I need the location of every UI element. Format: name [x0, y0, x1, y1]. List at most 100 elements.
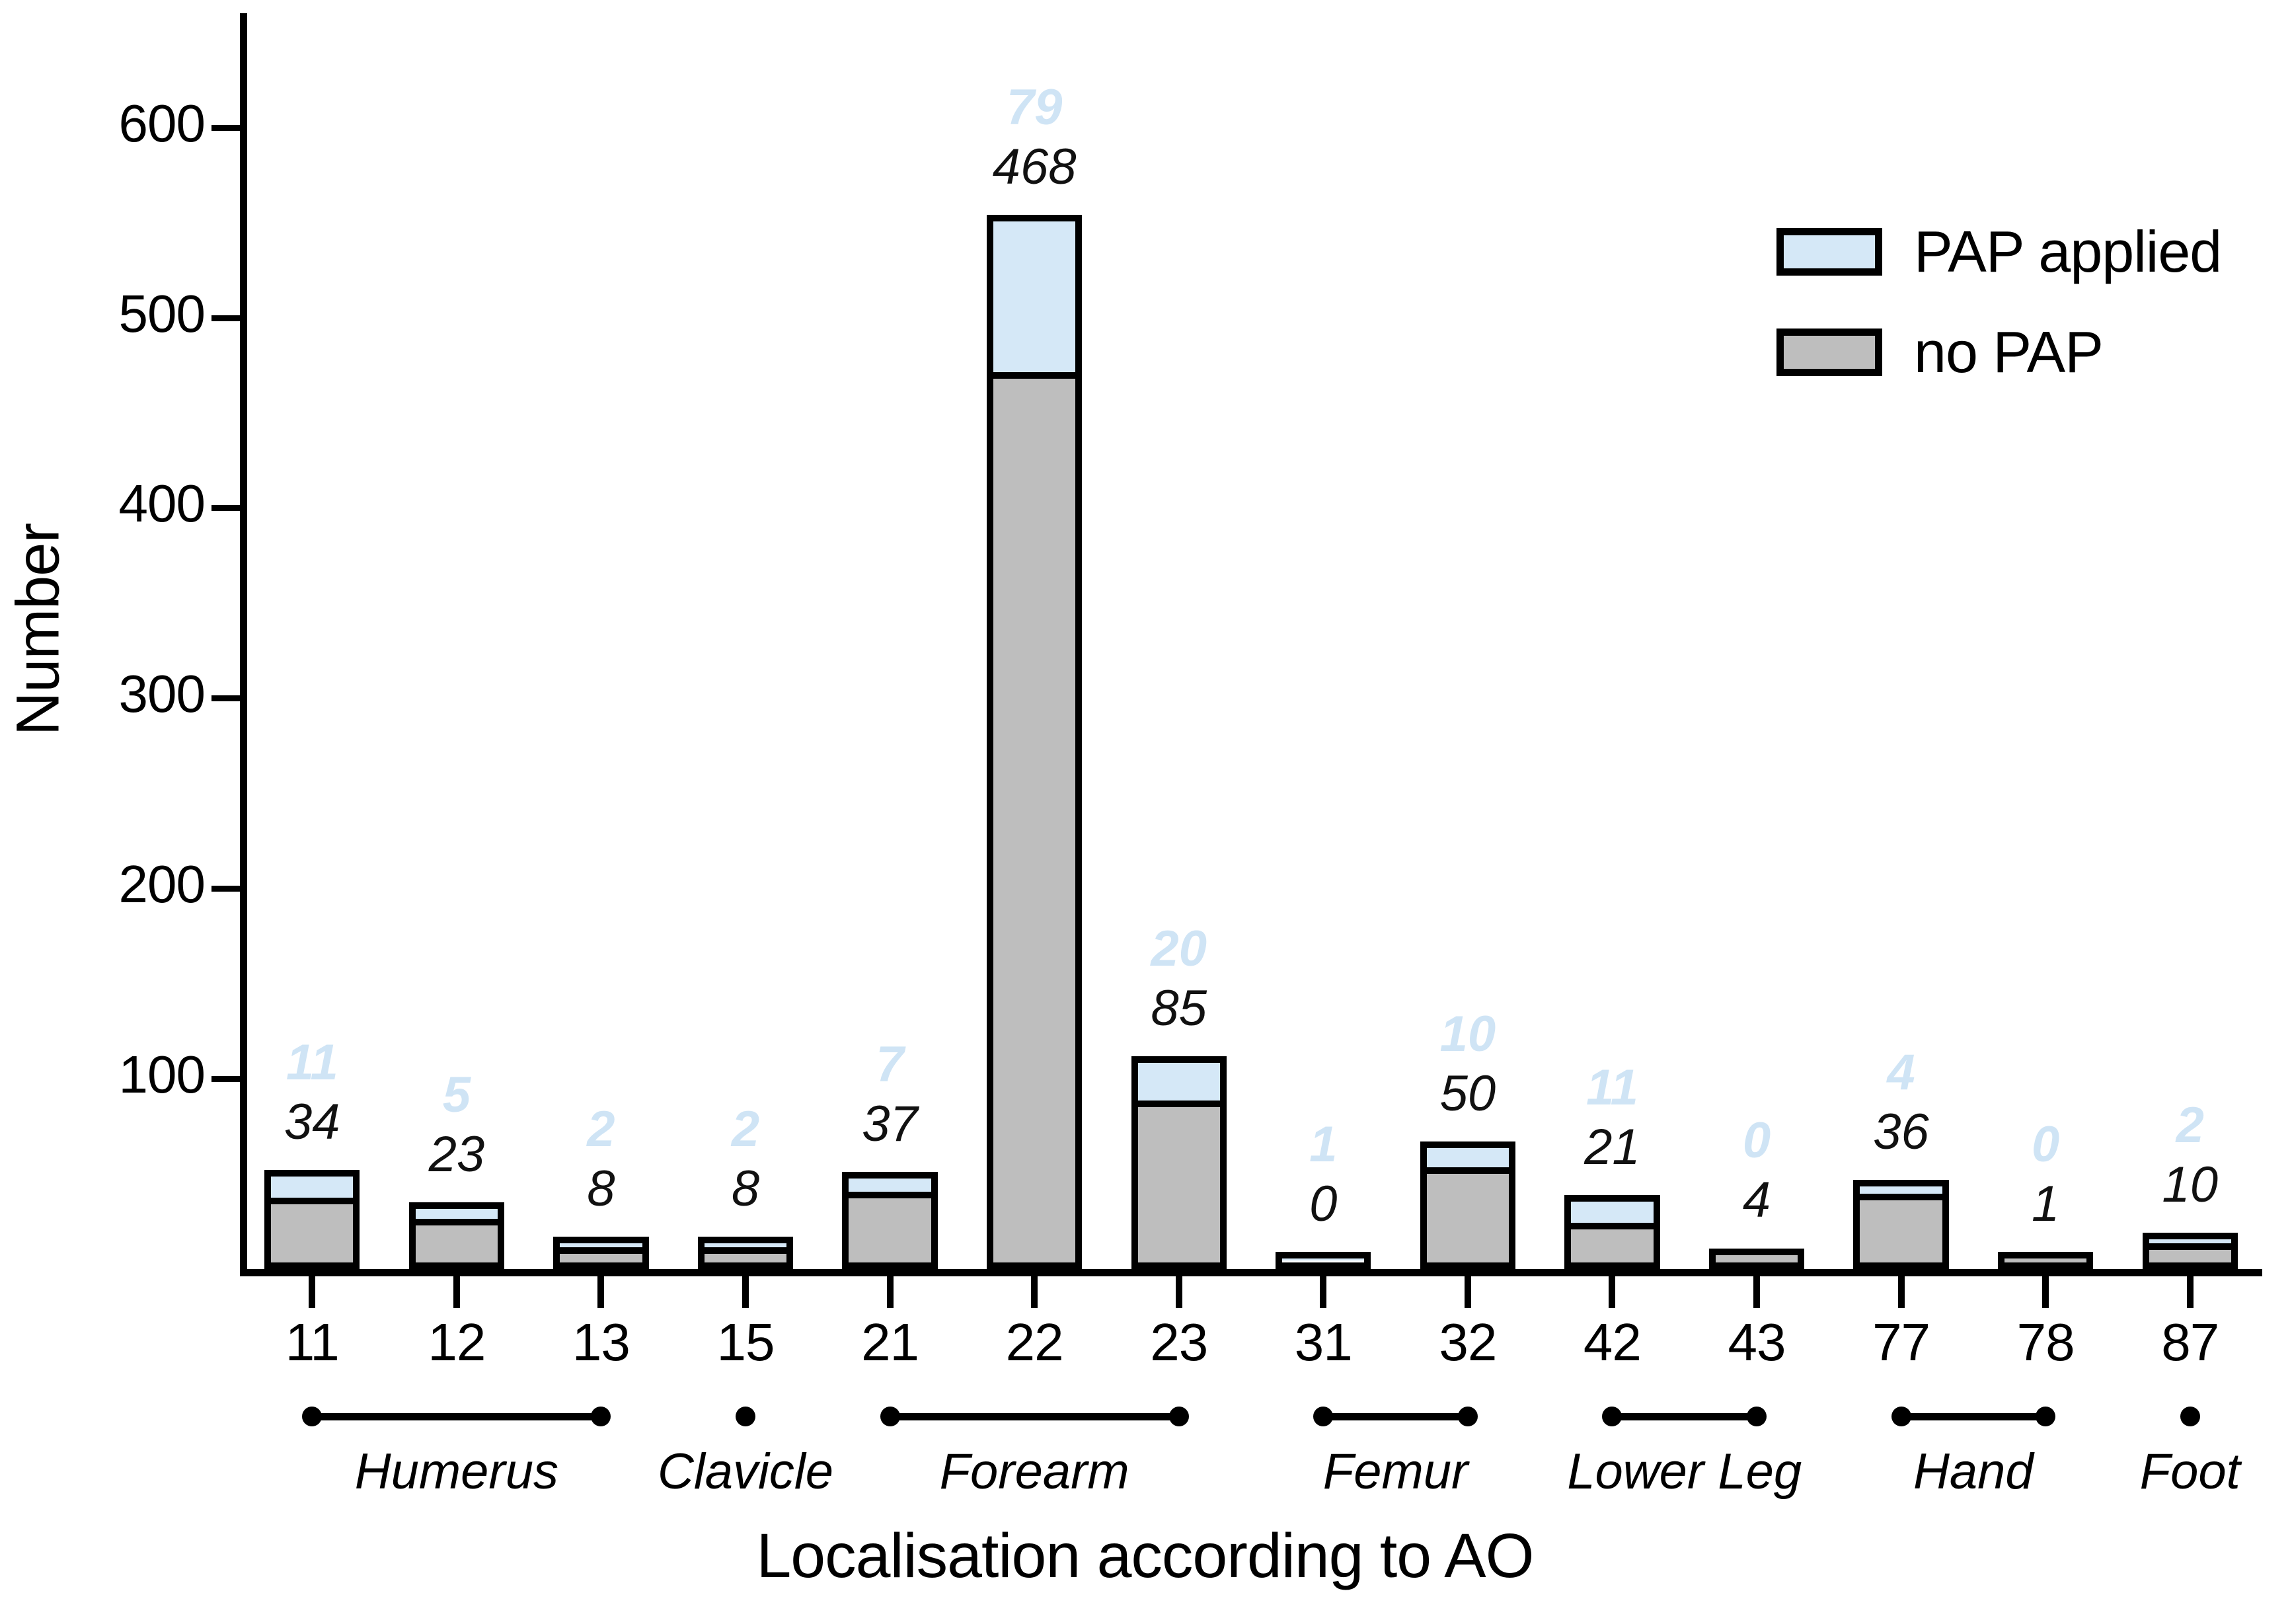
bar-32[interactable] — [1420, 1141, 1515, 1269]
legend-item-no-pap[interactable]: no PAP — [1776, 319, 2221, 386]
group-bracket-line-forearm — [890, 1413, 1179, 1420]
group-bracket-dot-humerus-0 — [302, 1407, 323, 1426]
bar-segment-divider-12 — [415, 1218, 498, 1225]
bar-value-pap-23: 20 — [1151, 920, 1207, 977]
bar-segment-nopap-43 — [1715, 1255, 1798, 1262]
bar-value-pap-31: 1 — [1309, 1116, 1338, 1173]
bar-11[interactable] — [264, 1170, 360, 1269]
bar-23[interactable] — [1131, 1056, 1227, 1269]
group-bracket-line-hand — [1901, 1413, 2046, 1420]
bar-segment-divider-42 — [1571, 1222, 1654, 1229]
x-tick-label-12: 12 — [428, 1313, 486, 1372]
bar-12[interactable] — [408, 1202, 504, 1269]
y-tick-100 — [211, 1076, 240, 1083]
group-label-lower-leg: Lower Leg — [1567, 1444, 1802, 1500]
group-label-humerus: Humerus — [354, 1444, 558, 1500]
bar-43[interactable] — [1708, 1248, 1805, 1269]
bar-segment-nopap-77 — [1860, 1200, 1942, 1262]
bar-value-pap-21: 7 — [876, 1036, 904, 1093]
group-label-clavicle: Clavicle — [657, 1444, 834, 1500]
group-bracket-dot-forearm-0 — [880, 1407, 900, 1426]
y-tick-300 — [211, 695, 240, 702]
bar-segment-pap-11 — [271, 1177, 354, 1198]
bar-value-nopap-12: 23 — [428, 1126, 485, 1183]
bar-segment-pap-22 — [993, 221, 1076, 372]
bar-segment-nopap-23 — [1137, 1107, 1220, 1262]
group-bracket-line-femur — [1323, 1413, 1468, 1420]
bar-segment-pap-77 — [1860, 1186, 1942, 1194]
bar-22[interactable] — [987, 215, 1083, 1269]
bar-segment-pap-23 — [1137, 1062, 1220, 1101]
x-tick-label-77: 77 — [1872, 1313, 1930, 1372]
x-axis-spine — [240, 1269, 2262, 1276]
bar-31[interactable] — [1276, 1252, 1371, 1269]
x-tick-label-13: 13 — [572, 1313, 630, 1372]
bar-value-pap-43: 0 — [1742, 1112, 1771, 1169]
bar-value-pap-13: 2 — [587, 1101, 615, 1158]
bar-segment-divider-21 — [849, 1192, 931, 1199]
bar-15[interactable] — [697, 1237, 794, 1269]
y-tick-label-600: 600 — [118, 93, 206, 153]
x-tick-label-43: 43 — [1728, 1313, 1786, 1372]
bar-segment-divider-87 — [2149, 1243, 2231, 1251]
bar-segment-pap-15 — [704, 1243, 787, 1247]
x-tick-15 — [742, 1276, 749, 1308]
x-tick-77 — [1897, 1276, 1905, 1308]
bar-value-nopap-43: 4 — [1742, 1172, 1771, 1229]
bar-42[interactable] — [1564, 1194, 1660, 1269]
x-tick-label-23: 23 — [1150, 1313, 1208, 1372]
bar-21[interactable] — [842, 1172, 938, 1269]
group-bracket-line-lower-leg — [1612, 1413, 1757, 1420]
bar-segment-nopap-11 — [271, 1204, 354, 1262]
bar-segment-pap-12 — [415, 1209, 498, 1219]
bar-13[interactable] — [553, 1237, 649, 1269]
group-bracket-dot-lower-leg-0 — [1602, 1407, 1622, 1426]
x-tick-42 — [1609, 1276, 1616, 1308]
bar-value-nopap-22: 468 — [992, 139, 1077, 196]
x-tick-label-87: 87 — [2161, 1313, 2219, 1372]
bar-segment-nopap-15 — [704, 1253, 787, 1262]
bar-value-nopap-13: 8 — [587, 1161, 615, 1218]
bar-segment-nopap-21 — [849, 1198, 931, 1262]
y-axis-title: Number — [4, 523, 72, 736]
plot-area — [211, 13, 2262, 1308]
x-tick-13 — [597, 1276, 605, 1308]
x-tick-label-31: 31 — [1294, 1313, 1353, 1372]
group-bracket-dot-clavicle-0 — [736, 1407, 755, 1426]
x-tick-label-78: 78 — [2016, 1313, 2075, 1372]
bar-value-pap-78: 0 — [2031, 1116, 2060, 1173]
group-label-hand: Hand — [1913, 1444, 2034, 1500]
group-label-forearm: Forearm — [939, 1444, 1129, 1500]
bar-value-nopap-77: 36 — [1873, 1103, 1929, 1160]
bar-segment-nopap-87 — [2149, 1250, 2231, 1262]
bar-segment-pap-42 — [1571, 1201, 1654, 1223]
bar-value-pap-15: 2 — [731, 1101, 760, 1158]
y-tick-label-300: 300 — [118, 664, 206, 724]
bar-value-pap-11: 11 — [286, 1034, 338, 1091]
bar-segment-divider-23 — [1137, 1101, 1220, 1108]
bar-77[interactable] — [1853, 1179, 1949, 1269]
bar-87[interactable] — [2142, 1233, 2238, 1269]
group-bracket-dot-foot-0 — [2180, 1407, 2200, 1426]
bar-segment-pap-87 — [2149, 1239, 2231, 1244]
y-tick-500 — [211, 315, 240, 321]
bar-78[interactable] — [1998, 1252, 2094, 1269]
bar-value-pap-42: 11 — [1585, 1059, 1638, 1116]
group-bracket-dot-hand-1 — [2036, 1407, 2056, 1426]
group-bracket-dot-lower-leg-1 — [1747, 1407, 1767, 1426]
x-tick-43 — [1753, 1276, 1760, 1308]
group-bracket-dot-forearm-1 — [1168, 1407, 1189, 1426]
x-tick-32 — [1464, 1276, 1471, 1308]
y-tick-600 — [211, 124, 240, 131]
x-tick-label-42: 42 — [1583, 1313, 1642, 1372]
group-label-foot: Foot — [2139, 1444, 2240, 1500]
legend-item-pap-applied[interactable]: PAP applied — [1776, 218, 2222, 286]
bar-segment-divider-32 — [1426, 1167, 1509, 1175]
x-tick-22 — [1031, 1276, 1038, 1308]
bar-value-nopap-32: 50 — [1439, 1065, 1496, 1122]
x-axis-title: Localisation according to AO — [756, 1521, 1534, 1591]
group-bracket-dot-hand-0 — [1891, 1407, 1911, 1426]
bar-segment-nopap-32 — [1426, 1174, 1509, 1262]
y-tick-label-200: 200 — [118, 855, 206, 914]
